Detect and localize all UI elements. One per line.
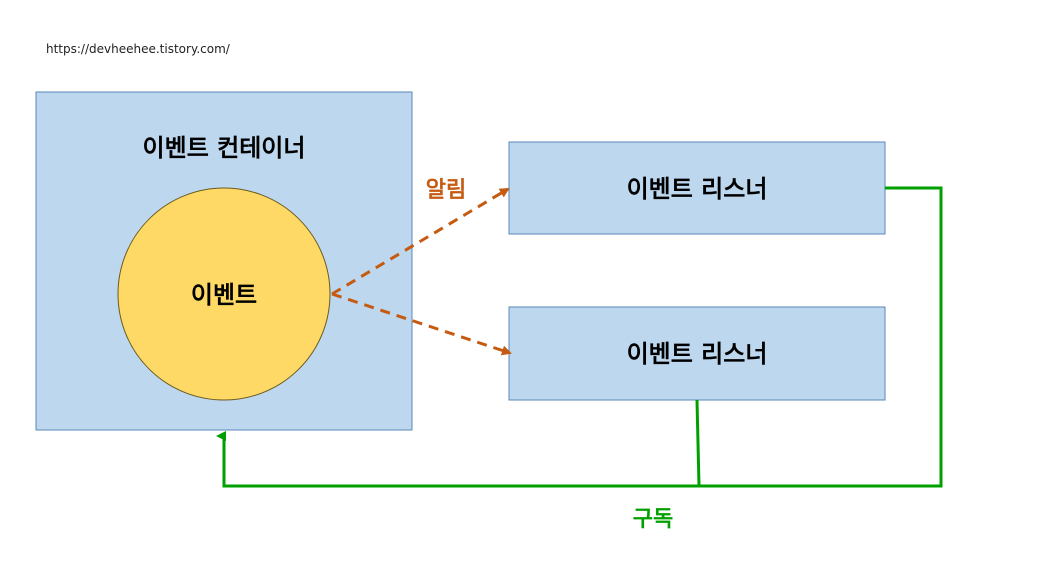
- watermark-url: https://devheehee.tistory.com/: [46, 42, 230, 56]
- subscribe-label: 구독: [633, 507, 673, 532]
- subscribe-line-listener-1: [216, 186, 943, 488]
- event-container-label: 이벤트 컨테이너: [143, 134, 306, 162]
- notify-arrow-1: [331, 187, 510, 296]
- event-listener-label-1: 이벤트 리스너: [627, 175, 768, 203]
- event-circle: [117, 187, 331, 401]
- event-label: 이벤트: [191, 281, 257, 309]
- notify-label: 알림: [426, 178, 466, 203]
- subscribe-line-listener-2: [695, 399, 701, 487]
- event-listener-label-2: 이벤트 리스너: [627, 340, 768, 368]
- notify-arrow-2: [331, 292, 512, 356]
